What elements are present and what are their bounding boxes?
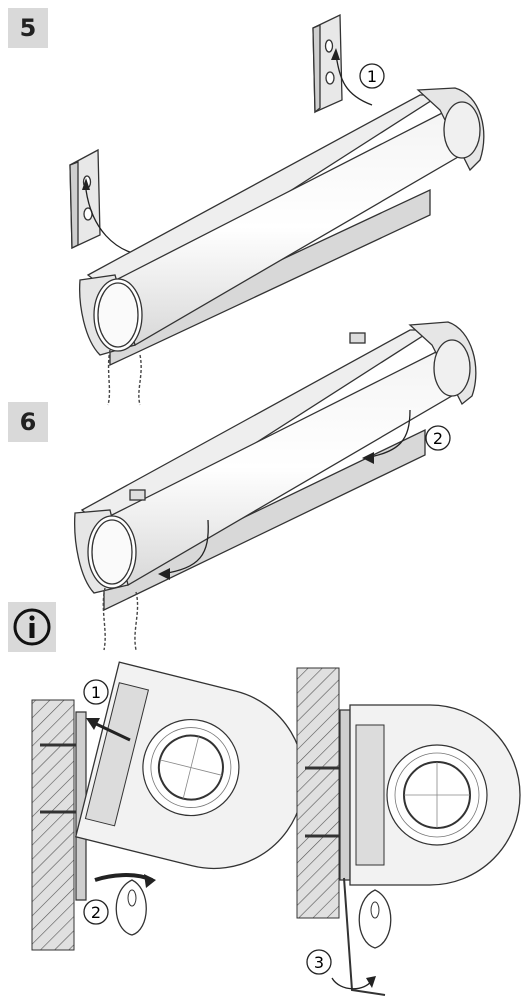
arrow-head-rotate-right	[362, 452, 374, 464]
callout-1-bottom: 1	[91, 683, 101, 702]
roller-blind-step5	[79, 87, 485, 367]
cassette-right	[349, 704, 521, 886]
arrow-rotate-left	[161, 519, 209, 575]
callout-circle-2-mid	[425, 425, 451, 451]
screws-left	[40, 743, 80, 814]
callout-3-bottom: 3	[314, 953, 324, 972]
detail-left: 1 2	[31, 661, 305, 951]
info-badge	[8, 602, 56, 652]
push-arrow-left	[91, 720, 131, 742]
callout-circle-2-bottom	[83, 899, 109, 925]
wall-right	[296, 667, 340, 919]
left-bracket	[69, 148, 101, 250]
rotate-arrow-left	[94, 873, 153, 882]
callout-circle-1-bottom	[83, 679, 109, 705]
bracket-right	[339, 709, 351, 881]
callout-2-bottom: 2	[91, 903, 101, 922]
cassette-left	[74, 661, 305, 870]
tool-rod	[343, 877, 386, 996]
arrow-head-left	[82, 178, 90, 190]
callout-1-top: 1	[367, 67, 377, 86]
screws-right	[305, 766, 345, 838]
info-icon	[13, 608, 51, 646]
pull-tab-left	[115, 879, 147, 936]
callout-circle-1-top	[359, 63, 385, 89]
callout-2-mid: 2	[433, 429, 443, 448]
step-6-label: 6	[19, 408, 37, 436]
step6-illustration: 2	[74, 321, 477, 651]
wall-left	[31, 699, 75, 951]
step-5-label: 5	[19, 14, 37, 42]
step-5-badge: 5	[8, 8, 48, 48]
pull-tab-right	[358, 889, 392, 949]
callout-circle-3-bottom	[306, 949, 332, 975]
chain-step6	[102, 587, 139, 651]
arrow-rotate-right	[364, 409, 411, 459]
step5-illustration: 1	[69, 13, 485, 406]
detail-right: 3	[296, 667, 521, 996]
arrow-right-bracket	[335, 54, 373, 106]
chain-step5	[107, 349, 142, 406]
arrow-head-right	[331, 48, 340, 60]
arrow-head-rotate-left	[158, 568, 170, 580]
step-6-badge: 6	[8, 402, 48, 442]
right-bracket	[312, 13, 343, 114]
roller-blind-step6	[74, 321, 477, 612]
